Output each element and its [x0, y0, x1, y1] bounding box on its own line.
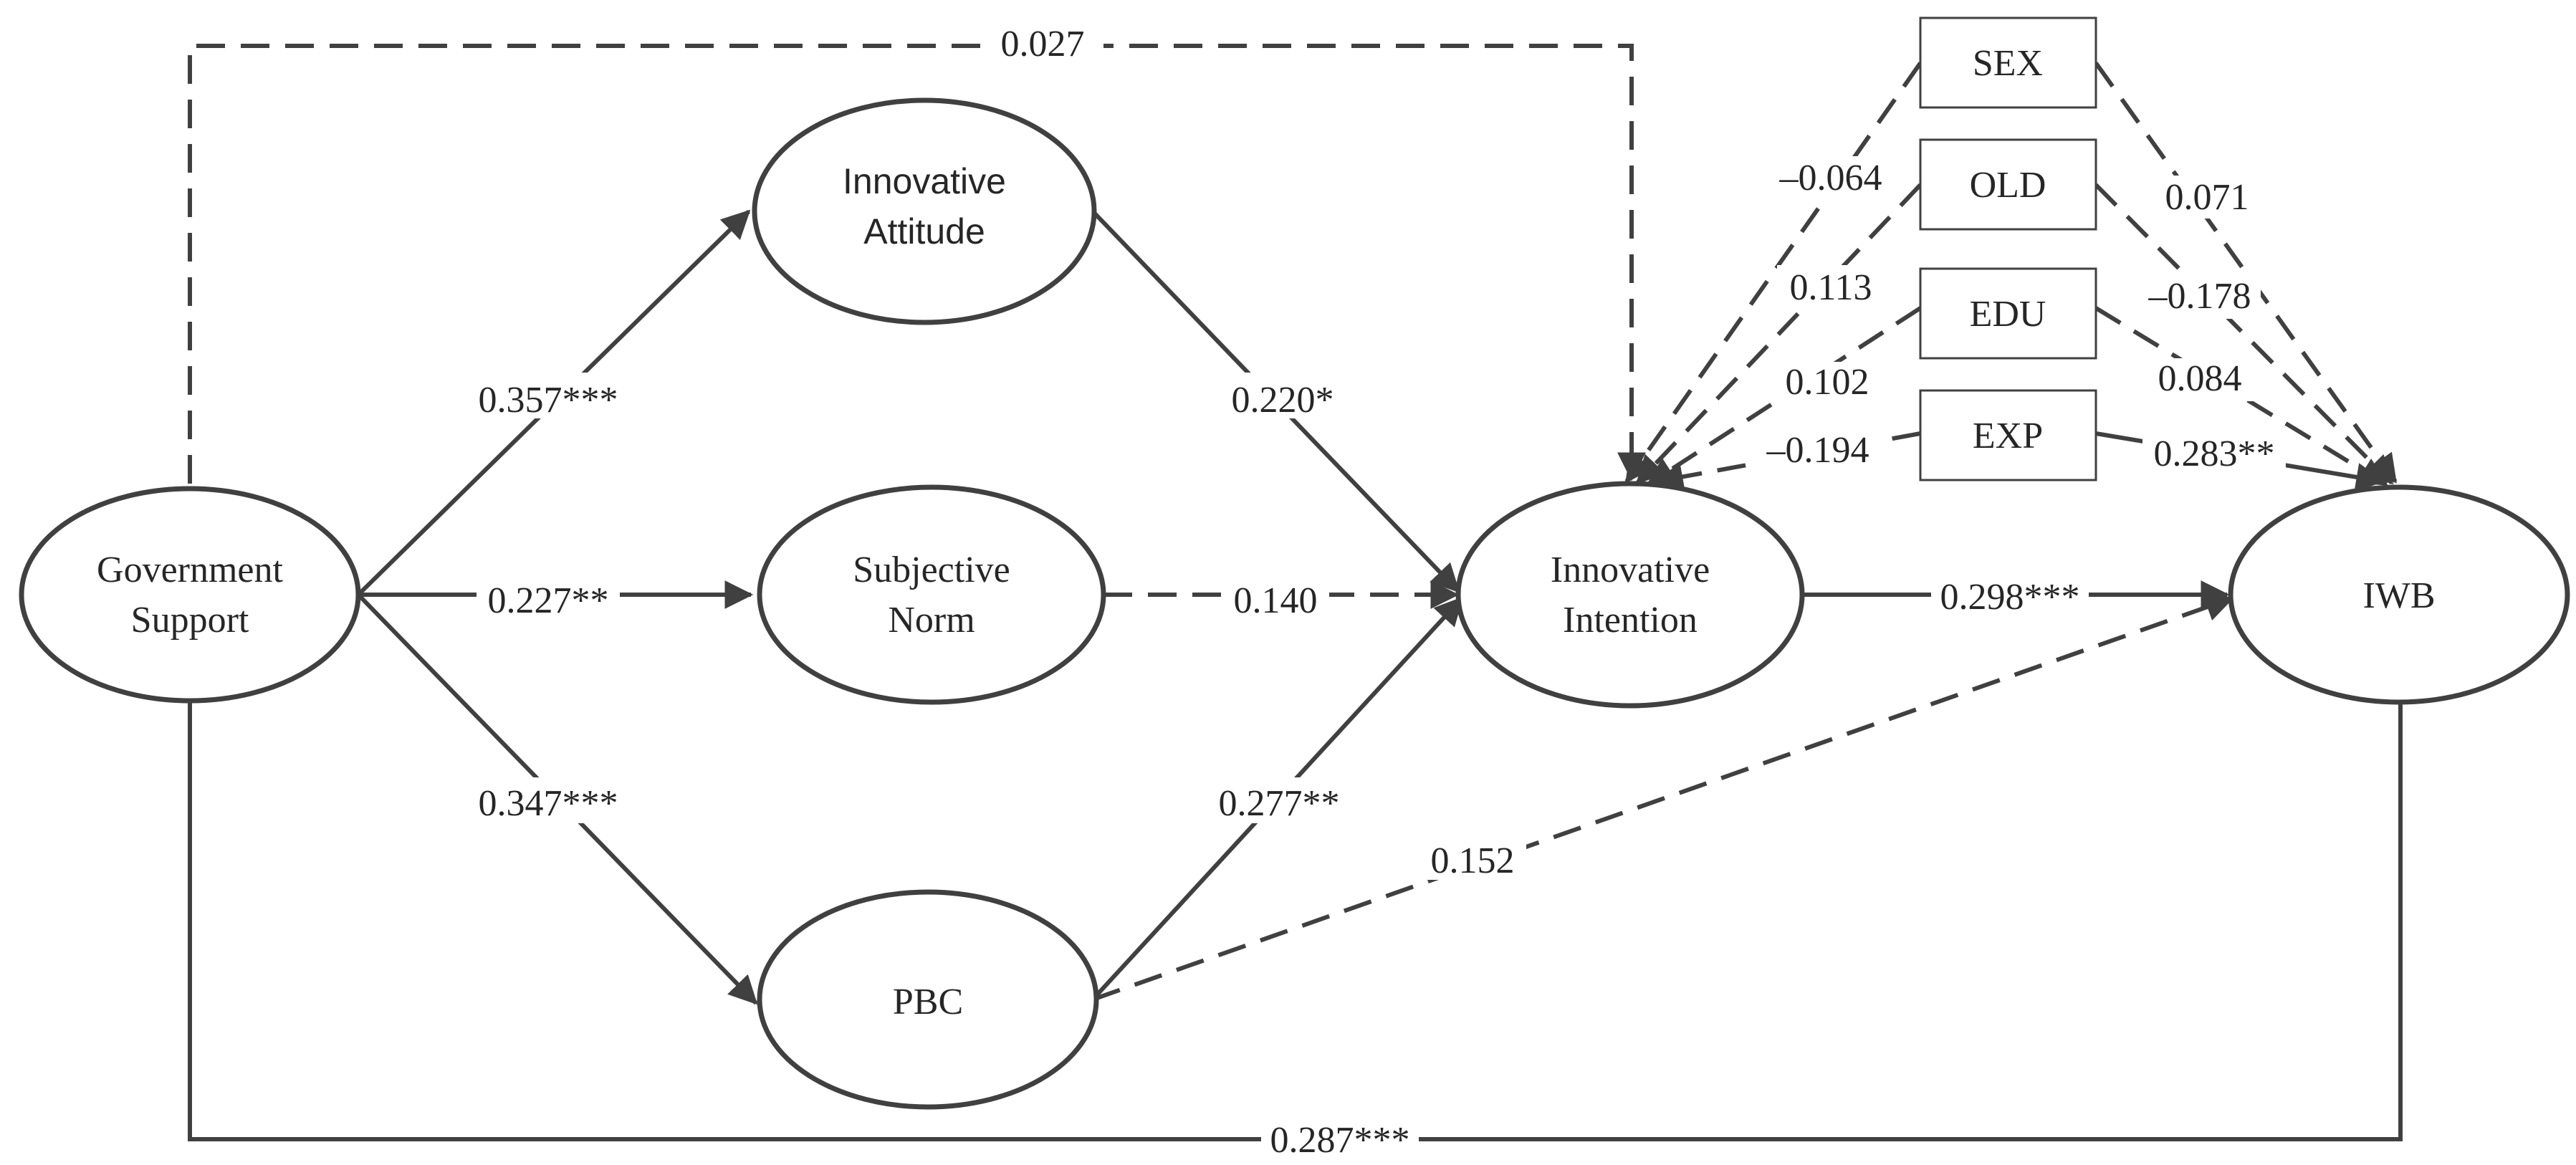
edge-old-to-ii — [1635, 183, 1923, 485]
coef-attitude-to-ii: 0.220* — [1211, 373, 1354, 421]
coef-pbc-to-iwb: 0.152 — [1419, 837, 1526, 881]
coefficient-labels: 0.027 0.357*** 0.227** 0.347*** 0.220* 0… — [469, 21, 2286, 1161]
node-label-line: Innovative — [1551, 550, 1710, 590]
coef-ii-to-iwb: 0.298*** — [1931, 577, 2089, 618]
node-old: OLD — [1919, 138, 2097, 231]
coef-text: 0.084 — [2158, 358, 2242, 399]
coef-text: 0.152 — [1431, 840, 1515, 881]
node-subjective-norm: Subjective Norm — [757, 484, 1106, 705]
coef-text: –0.064 — [1779, 158, 1882, 198]
coef-sex-to-iwb: 0.071 — [2153, 176, 2261, 219]
coef-text: –0.178 — [2148, 276, 2251, 317]
coef-gs-to-attitude: 0.357*** — [469, 373, 627, 421]
coef-sex-to-ii: –0.064 — [1770, 156, 1892, 199]
node-label-line: SEX — [1973, 43, 2043, 84]
coef-exp-to-ii: –0.194 — [1756, 430, 1881, 473]
coef-text: –0.194 — [1766, 430, 1869, 471]
edge-edu-to-ii — [1646, 306, 1922, 486]
nodes: Government Support Innovative Attitude S… — [19, 16, 2570, 1110]
coef-text: 0.113 — [1789, 267, 1872, 308]
node-label-line: OLD — [1970, 165, 2046, 206]
coef-text: 0.102 — [1786, 362, 1869, 403]
node-innovative-intention: Innovative Intention — [1455, 481, 1805, 709]
coef-old-to-iwb: –0.178 — [2139, 276, 2261, 319]
node-label-line: IWB — [2362, 575, 2435, 616]
node-label-line: Norm — [888, 600, 975, 641]
node-label-line: Support — [131, 600, 249, 641]
node-edu: EDU — [1919, 267, 2097, 360]
coef-text: 0.027 — [1001, 24, 1085, 64]
node-label-line: Government — [97, 550, 283, 590]
coef-gs-to-norm: 0.227** — [477, 577, 620, 621]
node-government-support: Government Support — [19, 486, 361, 704]
coef-old-to-ii: 0.113 — [1777, 265, 1885, 308]
node-label-line: PBC — [893, 982, 963, 1022]
coef-gs-to-pbc: 0.347*** — [469, 777, 627, 824]
node-label-line: Intention — [1563, 600, 1698, 641]
coef-text: 0.227** — [488, 580, 609, 621]
node-exp: EXP — [1919, 389, 2097, 481]
node-label-line: Subjective — [853, 550, 1010, 590]
coef-text: 0.220* — [1232, 380, 1334, 421]
node-iwb: IWB — [2228, 484, 2570, 705]
edge-old-to-iwb — [2094, 183, 2394, 485]
edge-edu-to-iwb — [2094, 306, 2388, 486]
node-label-line: Attitude — [863, 211, 985, 251]
coef-text: 0.140 — [1234, 580, 1318, 621]
edge-pbc-to-iwb — [1092, 593, 2235, 1002]
node-pbc: PBC — [757, 889, 1099, 1110]
coef-exp-to-iwb: 0.283** — [2142, 433, 2286, 476]
node-innovative-attitude: Innovative Attitude — [752, 97, 1097, 325]
node-sex: SEX — [1919, 16, 2097, 109]
coef-text: 0.287*** — [1270, 1120, 1410, 1161]
coef-pbc-to-ii: 0.277** — [1204, 777, 1354, 824]
coef-edu-to-iwb: 0.084 — [2146, 358, 2254, 401]
coef-text: 0.277** — [1219, 783, 1340, 824]
edge-gs-to-iwb — [188, 663, 2415, 1141]
coef-text: 0.298*** — [1940, 577, 2080, 618]
coef-gs-to-ii-direct: 0.027 — [982, 21, 1103, 64]
coef-text: 0.071 — [2165, 177, 2249, 218]
node-label-line: EXP — [1973, 416, 2043, 456]
coef-edu-to-ii: 0.102 — [1773, 362, 1881, 405]
edge-sex-to-iwb — [2094, 62, 2398, 484]
edge-gs-to-ii-direct — [188, 44, 1646, 484]
node-label-line: EDU — [1970, 294, 2046, 335]
coef-norm-to-ii: 0.140 — [1222, 577, 1329, 621]
node-label-line: Innovative — [843, 161, 1006, 201]
edge-sex-to-ii — [1624, 62, 1923, 484]
coef-text: 0.347*** — [479, 783, 618, 824]
coef-text: 0.357*** — [479, 380, 618, 421]
coef-text: 0.283** — [2154, 433, 2275, 474]
coef-gs-to-iwb: 0.287*** — [1261, 1118, 1419, 1161]
